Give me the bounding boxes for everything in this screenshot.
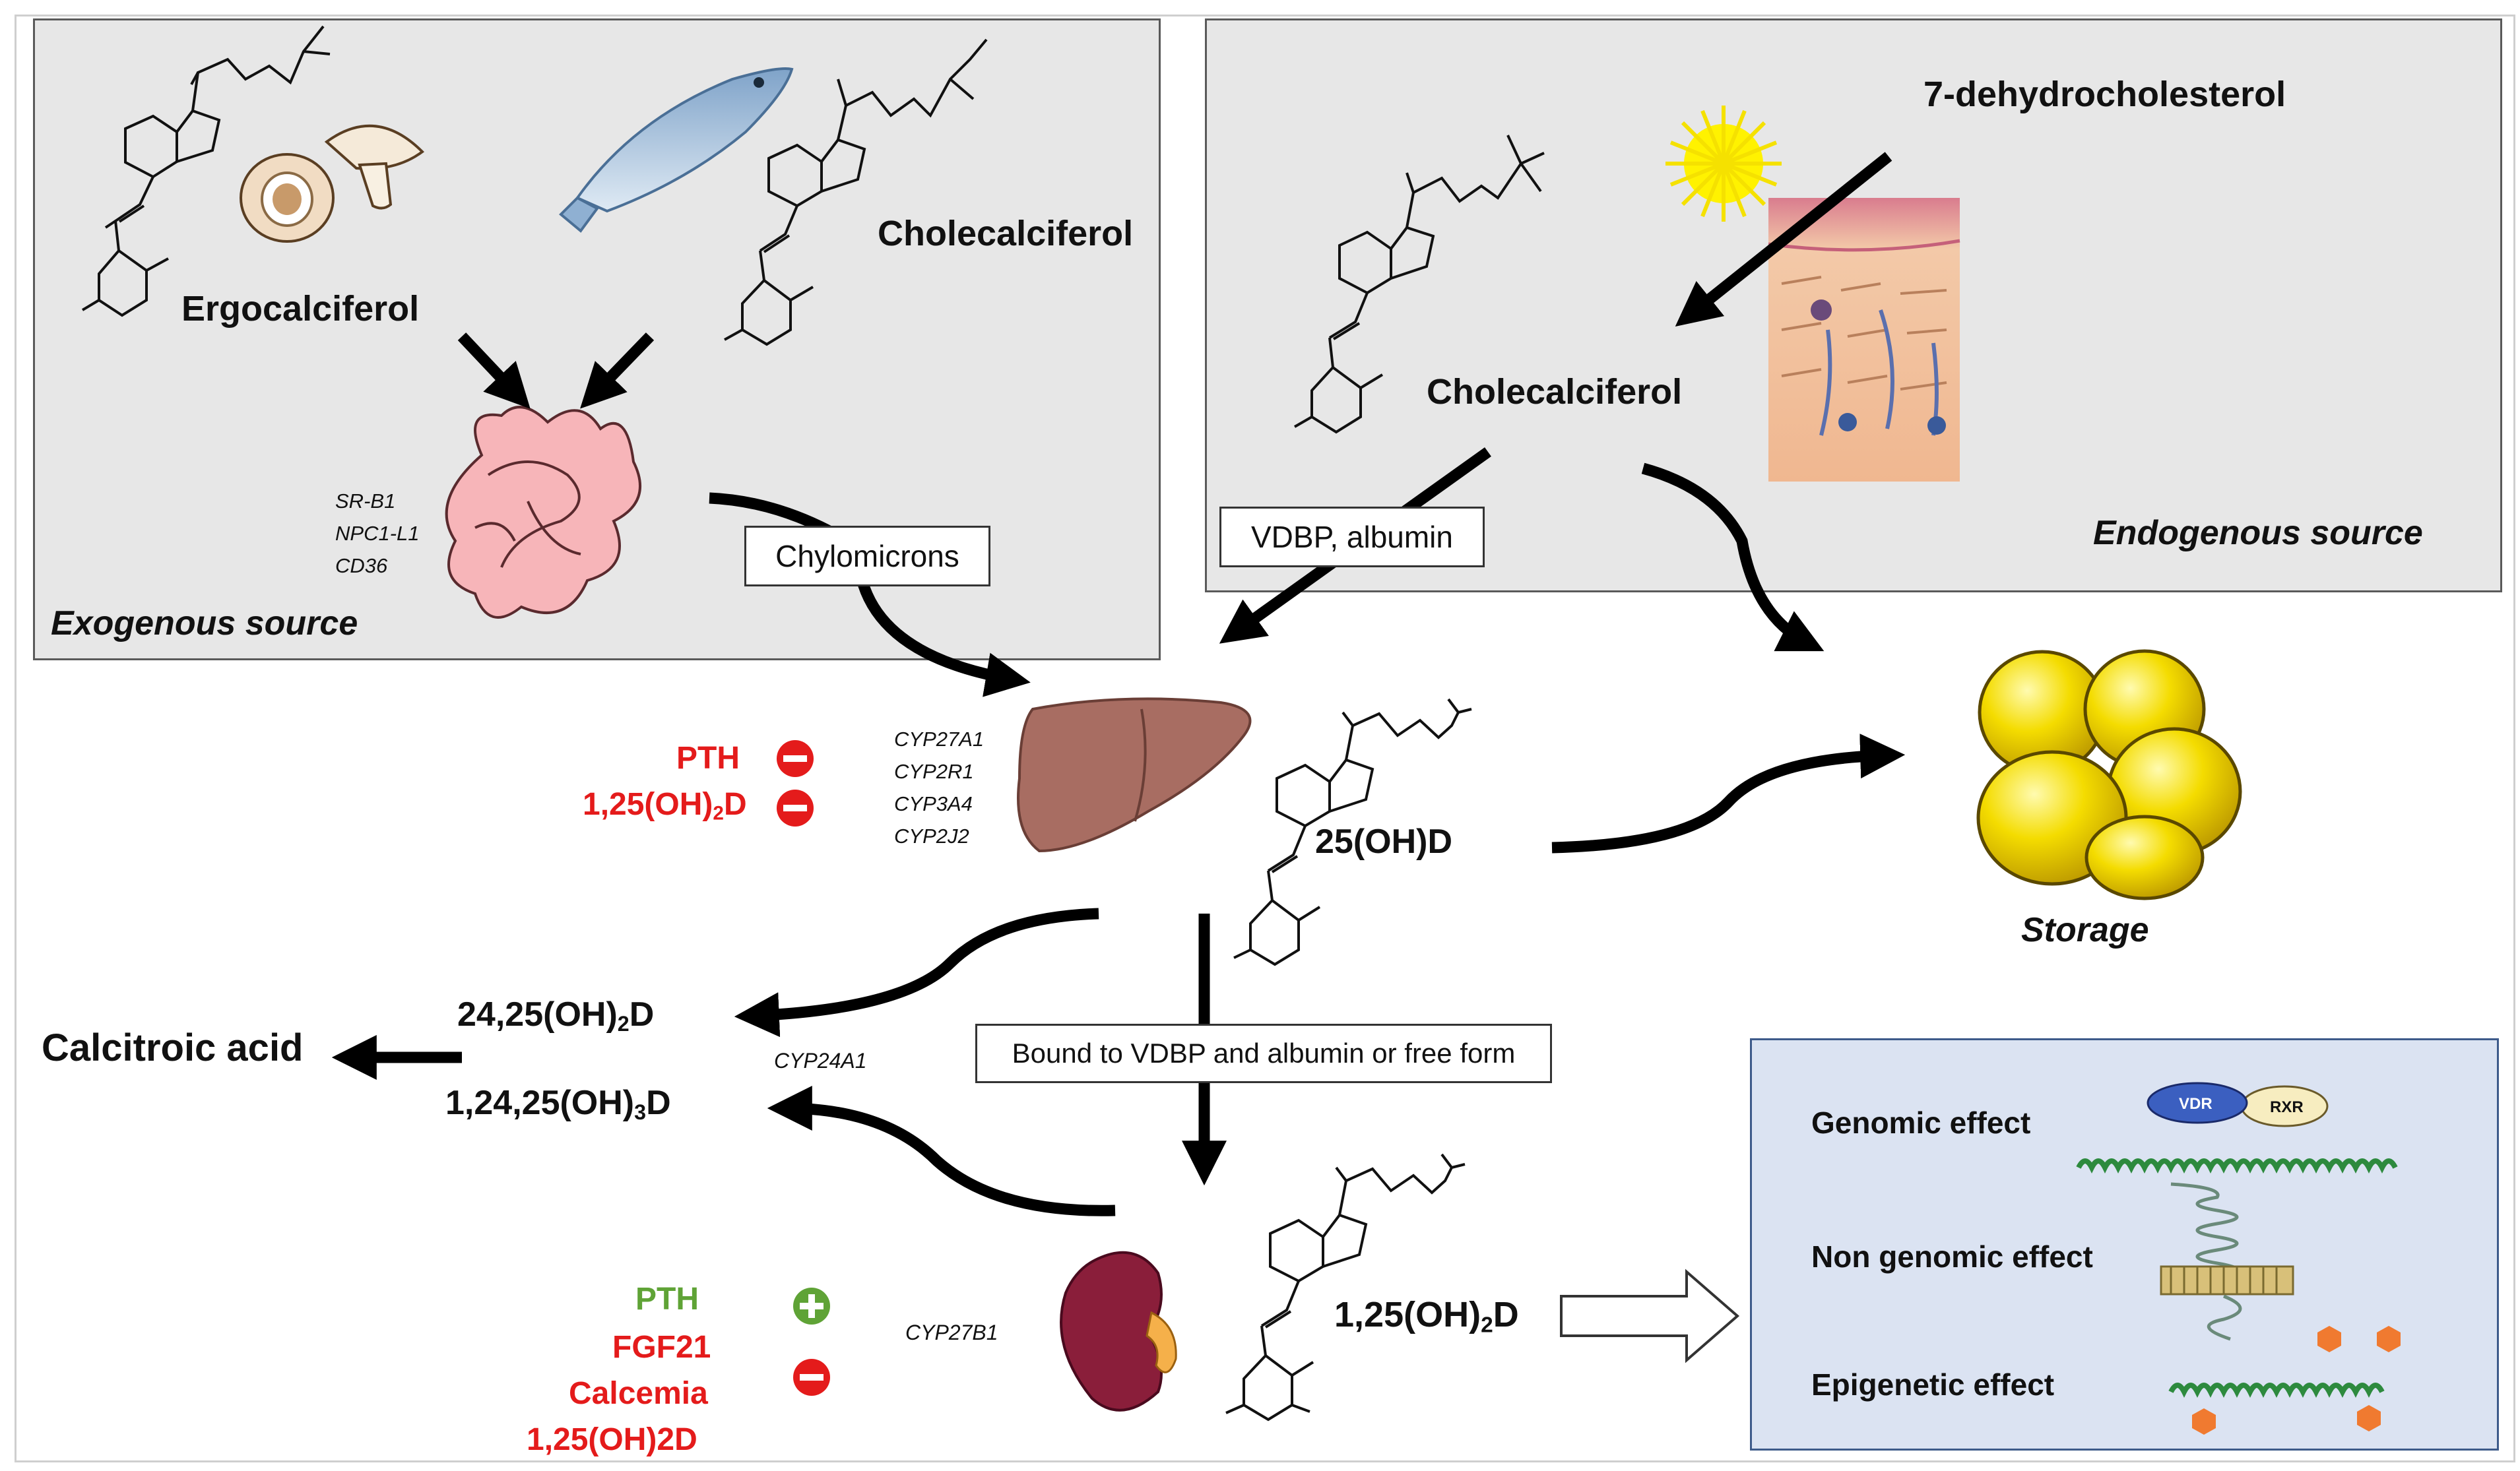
cholecalciferol-exo-label: Cholecalciferol <box>878 214 1134 253</box>
epigenetic-effect-icon <box>2168 1326 2401 1435</box>
kidney-inhibit-icon <box>793 1359 830 1396</box>
calcitriol-inhibit-icon <box>777 790 814 827</box>
calcitroic-acid-label: Calcitroic acid <box>42 1026 304 1069</box>
transporter-sr-b1: SR-B1 <box>335 489 396 513</box>
enzyme-cyp27a1: CYP27A1 <box>894 728 985 751</box>
24-25-ohd-base: 24,25(OH) <box>457 995 618 1034</box>
pth-inhibit-icon <box>777 740 814 777</box>
24-25-ohd-sub: 2 <box>617 1012 630 1036</box>
calcitriol-tail: D <box>1493 1295 1519 1334</box>
transport-form-box: Bound to VDBP and albumin or free form <box>975 1024 1552 1083</box>
ergocalciferol-structure-icon <box>81 25 331 317</box>
calcitriol-structure-icon <box>1225 1153 1466 1422</box>
genomic-effect-label: Genomic effect <box>1811 1106 2031 1140</box>
effects-arrow-icon <box>1560 1268 1740 1363</box>
cyp27b1-label: CYP27B1 <box>905 1321 998 1344</box>
calcitriol-base: 1,25(OH) <box>1334 1295 1481 1334</box>
genomic-effect-icon <box>2076 1082 2398 1174</box>
cholecalciferol-endo-label: Cholecalciferol <box>1427 372 1683 412</box>
calcitriol-sub: 2 <box>1481 1313 1493 1338</box>
epigenetic-effect-label: Epigenetic effect <box>1811 1367 2055 1402</box>
transporter-npc1-l1: NPC1-L1 <box>335 522 420 545</box>
non-genomic-effect-label: Non genomic effect <box>1811 1239 2093 1274</box>
non-genomic-effect-icon <box>2160 1182 2294 1341</box>
1-24-25-ohd-label: 1,24,25(OH)3D <box>445 1083 671 1125</box>
storage-label: Storage <box>2021 911 2149 949</box>
vdbp-albumin-box: VDBP, albumin <box>1219 507 1485 567</box>
mushroom-icon <box>240 124 425 243</box>
liver-pth-label: PTH <box>676 741 740 776</box>
transporter-list: SR-B1 NPC1-L1 CD36 <box>335 485 420 582</box>
liver-calcitriol-tail: D <box>723 787 747 822</box>
cyp24a1-label: CYP24A1 <box>774 1049 867 1073</box>
kidney-pth-label: PTH <box>635 1282 699 1317</box>
enzyme-cyp3a4: CYP3A4 <box>894 792 973 815</box>
kidney-icon <box>1060 1251 1177 1412</box>
kidney-fgf21-label: FGF21 <box>612 1330 711 1365</box>
7-dehydrocholesterol-label: 7-dehydrocholesterol <box>1923 75 2286 114</box>
1-24-25-ohd-sub: 3 <box>634 1100 647 1125</box>
transporter-cd36: CD36 <box>335 554 388 577</box>
liver-calcitriol-sub: 2 <box>713 802 724 825</box>
kidney-calcitriol-label: 1,25(OH)2D <box>527 1422 697 1457</box>
enzyme-cyp2r1: CYP2R1 <box>894 760 974 783</box>
skin-cross-section-icon <box>1768 198 1960 482</box>
calcitriol-label: 1,25(OH)2D <box>1334 1294 1519 1338</box>
cholecalciferol-endo-structure-icon <box>1294 135 1545 434</box>
calcidiol-structure-icon <box>1233 698 1472 966</box>
1-24-25-ohd-tail: D <box>646 1084 671 1122</box>
chylomicrons-box: Chylomicrons <box>744 526 990 586</box>
vdr-label: VDR <box>2179 1095 2213 1113</box>
fish-icon <box>559 67 794 233</box>
effects-panel <box>1750 1038 2499 1451</box>
kidney-calcemia-label: Calcemia <box>569 1376 708 1411</box>
1-24-25-ohd-base: 1,24,25(OH) <box>445 1084 635 1122</box>
liver-calcitriol-base: 1,25(OH) <box>583 787 713 822</box>
liver-enzyme-list: CYP27A1 CYP2R1 CYP3A4 CYP2J2 <box>894 723 984 852</box>
endogenous-source-label: Endogenous source <box>2093 514 2423 552</box>
25ohd-label: 25(OH)D <box>1315 823 1453 861</box>
sun-icon <box>1665 106 1782 222</box>
pth-activate-icon <box>793 1288 830 1325</box>
enzyme-cyp2j2: CYP2J2 <box>894 825 969 848</box>
cholecalciferol-exo-structure-icon <box>724 38 988 346</box>
24-25-ohd-label: 24,25(OH)2D <box>457 995 654 1036</box>
intestine-icon <box>445 406 641 619</box>
24-25-ohd-tail: D <box>629 995 655 1034</box>
ergocalciferol-label: Ergocalciferol <box>181 289 420 329</box>
rxr-label: RXR <box>2270 1098 2304 1116</box>
pathway-arrows <box>331 152 1906 1216</box>
figure-frame <box>15 15 2515 1462</box>
fat-storage-icon <box>1976 649 2242 900</box>
liver-icon <box>1017 697 1252 853</box>
exogenous-source-label: Exogenous source <box>51 604 358 642</box>
liver-calcitriol-label: 1,25(OH)2D <box>583 786 747 825</box>
